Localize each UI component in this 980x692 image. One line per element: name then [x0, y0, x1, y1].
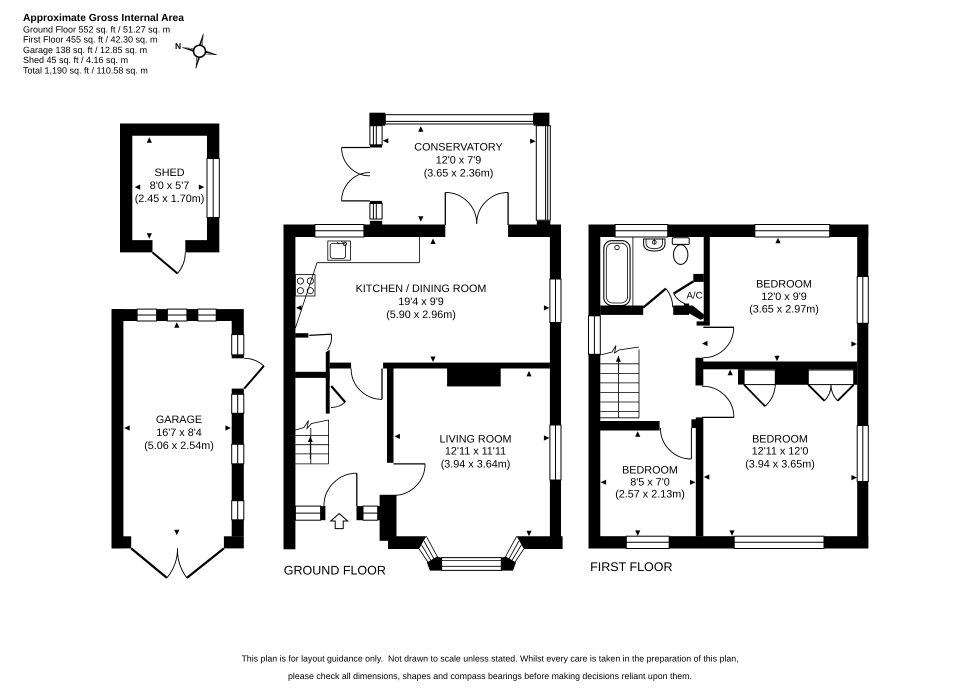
- svg-text:BEDROOM: BEDROOM: [622, 464, 678, 476]
- svg-text:LIVING ROOM: LIVING ROOM: [440, 433, 512, 445]
- svg-text:CONSERVATORY: CONSERVATORY: [414, 142, 502, 154]
- svg-text:12'0 x 7'9: 12'0 x 7'9: [436, 155, 482, 167]
- svg-text:12'11 x 12'0: 12'11 x 12'0: [752, 446, 809, 458]
- svg-text:19'4 x 9'9: 19'4 x 9'9: [398, 296, 444, 308]
- svg-text:A/C: A/C: [687, 291, 703, 302]
- svg-text:12'0 x 9'9: 12'0 x 9'9: [761, 291, 807, 303]
- svg-text:(3.65 x 2.36m): (3.65 x 2.36m): [424, 168, 494, 180]
- svg-text:(5.06 x 2.54m): (5.06 x 2.54m): [144, 440, 214, 452]
- svg-text:8'5 x 7'0: 8'5 x 7'0: [630, 477, 670, 489]
- svg-text:(3.65 x 2.97m): (3.65 x 2.97m): [749, 304, 819, 316]
- svg-text:FIRST FLOOR: FIRST FLOOR: [590, 560, 672, 574]
- svg-text:12'11 x 11'11: 12'11 x 11'11: [445, 446, 506, 458]
- svg-text:8'0 x 5'7: 8'0 x 5'7: [150, 180, 190, 192]
- svg-text:This plan is for layout guidan: This plan is for layout guidance only. N…: [241, 654, 738, 664]
- svg-text:SHED: SHED: [155, 167, 185, 179]
- svg-text:Approximate Gross Internal Are: Approximate Gross Internal Area: [23, 13, 184, 24]
- svg-text:please check all dimensions, s: please check all dimensions, shapes and …: [288, 671, 692, 681]
- svg-text:(2.57 x 2.13m): (2.57 x 2.13m): [615, 488, 685, 500]
- svg-text:Garage 138 sq. ft / 12.85 sq.: Garage 138 sq. ft / 12.85 sq. m: [23, 45, 147, 55]
- svg-text:16'7 x 8'4: 16'7 x 8'4: [156, 427, 202, 439]
- svg-text:GROUND FLOOR: GROUND FLOOR: [284, 564, 386, 578]
- svg-text:(3.94 x 3.65m): (3.94 x 3.65m): [745, 459, 815, 471]
- svg-text:First Floor 455 sq. ft / 42.30: First Floor 455 sq. ft / 42.30 sq. m: [23, 35, 158, 45]
- svg-text:(5.90 x 2.96m): (5.90 x 2.96m): [386, 309, 456, 321]
- svg-text:Shed 45 sq. ft / 4.16 sq. m: Shed 45 sq. ft / 4.16 sq. m: [23, 55, 128, 65]
- svg-text:KITCHEN / DINING ROOM: KITCHEN / DINING ROOM: [356, 283, 487, 295]
- svg-text:(2.45 x 1.70m): (2.45 x 1.70m): [135, 193, 205, 205]
- svg-text:(3.94 x 3.64m): (3.94 x 3.64m): [441, 458, 511, 470]
- svg-text:BEDROOM: BEDROOM: [756, 279, 812, 291]
- svg-text:Total 1,190 sq. ft / 110.58 sq: Total 1,190 sq. ft / 110.58 sq. m: [23, 66, 148, 76]
- svg-text:GARAGE: GARAGE: [156, 414, 202, 426]
- svg-text:BEDROOM: BEDROOM: [752, 434, 808, 446]
- svg-text:Ground Floor 552 sq. ft / 51.2: Ground Floor 552 sq. ft / 51.27 sq. m: [23, 25, 170, 35]
- svg-text:N: N: [175, 41, 181, 51]
